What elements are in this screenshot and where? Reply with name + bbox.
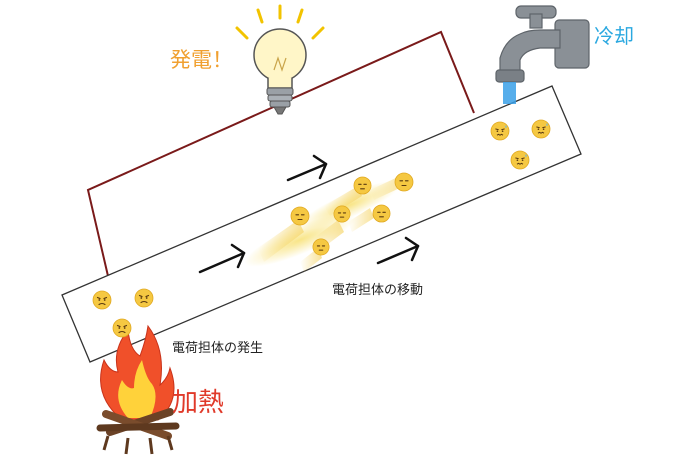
carrier-generation-label: 電荷担体の発生 — [172, 341, 264, 356]
carrier-face-icon — [290, 206, 310, 226]
carrier-face-icon — [531, 119, 551, 139]
circuit-wire — [86, 30, 475, 277]
faucet-icon — [495, 5, 590, 104]
carrier-face-icon — [333, 205, 351, 223]
moving-carriers — [244, 172, 414, 272]
campfire-icon — [96, 324, 180, 455]
carrier-face-icon — [92, 290, 112, 310]
power-generation-label: 発電！ — [170, 48, 233, 72]
carrier-face-icon — [394, 172, 414, 192]
heating-label: 加熱 — [172, 388, 225, 418]
light-bulb-icon — [235, 4, 325, 115]
carrier-face-icon — [134, 288, 154, 308]
carrier-face-icon — [312, 238, 330, 256]
carrier-face-icon — [490, 121, 510, 141]
arrow-icon — [198, 243, 246, 274]
carrier-face-icon — [353, 176, 372, 195]
carrier-face-icon — [510, 150, 530, 170]
arrow-icon — [376, 236, 420, 265]
arrow-icon — [286, 154, 328, 182]
carrier-face-icon — [372, 204, 391, 223]
carrier-movement-label: 電荷担体の移動 — [332, 283, 424, 298]
cooling-label: 冷却 — [594, 24, 634, 48]
carrier-face-icon — [112, 318, 132, 338]
